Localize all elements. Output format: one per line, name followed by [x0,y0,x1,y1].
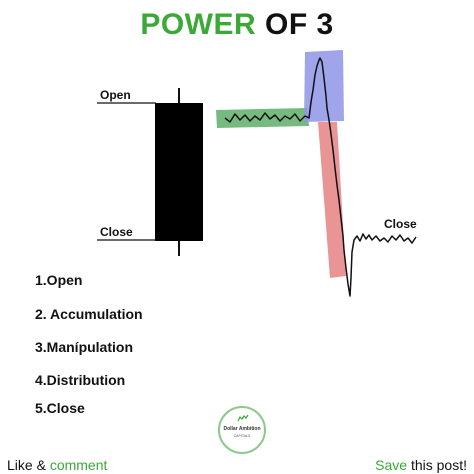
distribution-zone [318,122,346,278]
brand-logo: Dollar Ambition CAPITALS [218,406,266,454]
chart-close-label: Close [384,217,417,231]
logo-line1: Dollar Ambition [223,426,261,432]
price-path [224,57,417,297]
footer-save-text: Save [375,457,408,473]
step-open: 1.Open [35,272,83,288]
candle-body [155,103,203,241]
candle-open-label: Open [100,88,131,102]
title-of-3: OF 3 [265,8,334,41]
step-distribution: 4.Distribution [35,372,126,388]
title-power: POWER [140,8,257,41]
step-manipulation: 3.Manípulation [35,339,133,355]
step-accumulation: 2. Accumulation [35,306,143,322]
footer-like-comment: Like & comment [7,457,107,473]
accumulation-zone [216,108,309,128]
footer-comment-text: comment [49,457,108,473]
step-close: 5.Close [35,400,85,416]
footer-this-post-text: this post! [407,457,467,473]
footer-like-text: Like & [7,457,50,473]
bull-logo-icon [237,414,249,422]
footer-save-post: Save this post! [375,457,467,473]
page-title: POWER OF 3 [0,8,474,42]
manipulation-zone [304,50,344,122]
candle-close-label: Close [100,225,133,239]
logo-line2: CAPITALS [233,434,251,438]
